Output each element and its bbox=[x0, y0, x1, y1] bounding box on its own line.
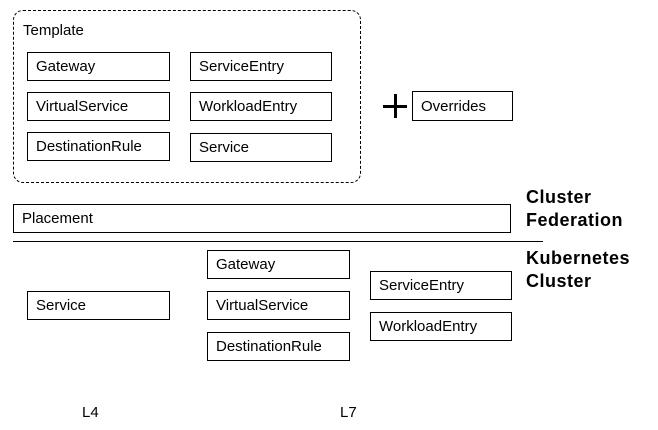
template-serviceentry-box: ServiceEntry bbox=[190, 52, 332, 81]
template-group bbox=[13, 10, 361, 183]
template-gateway-box: Gateway bbox=[27, 52, 170, 81]
template-workloadentry-box: WorkloadEntry bbox=[190, 92, 332, 121]
cluster-federation-label: Cluster Federation bbox=[526, 187, 624, 230]
template-virtualservice-box: VirtualService bbox=[27, 92, 170, 121]
cluster-destinationrule-box: DestinationRule bbox=[207, 332, 350, 361]
layer-divider bbox=[13, 241, 543, 242]
l4-label: L4 bbox=[82, 404, 99, 421]
template-service-box: Service bbox=[190, 133, 332, 162]
placement-box: Placement bbox=[13, 204, 511, 233]
cluster-workloadentry-box: WorkloadEntry bbox=[370, 312, 512, 341]
cluster-service-box: Service bbox=[27, 291, 170, 320]
kubernetes-cluster-label: Kubernetes Cluster bbox=[526, 248, 631, 291]
cluster-gateway-box: Gateway bbox=[207, 250, 350, 279]
template-destinationrule-box: DestinationRule bbox=[27, 132, 170, 161]
plus-icon bbox=[383, 94, 407, 118]
l7-label: L7 bbox=[340, 404, 357, 421]
template-title: Template bbox=[23, 22, 84, 39]
cluster-serviceentry-box: ServiceEntry bbox=[370, 271, 512, 300]
overrides-box: Overrides bbox=[412, 91, 513, 121]
cluster-virtualservice-box: VirtualService bbox=[207, 291, 350, 320]
